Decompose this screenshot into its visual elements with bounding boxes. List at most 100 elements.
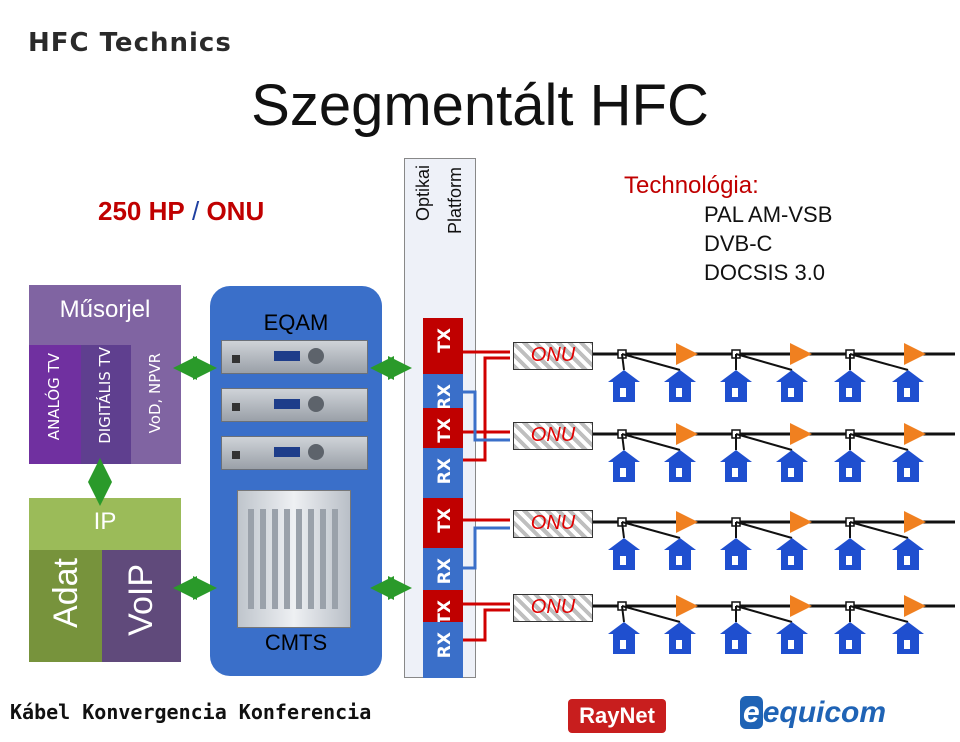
house-roof-icon <box>892 538 924 550</box>
house-roof-icon <box>892 370 924 382</box>
drop-cable <box>621 521 681 539</box>
amplifier-icon <box>676 511 698 533</box>
house-roof-icon <box>608 622 640 634</box>
house-roof-icon <box>664 450 696 462</box>
drop-cable <box>621 605 681 623</box>
house-roof-icon <box>776 450 808 462</box>
page-title: Szegmentált HFC <box>251 73 709 138</box>
hp-unit: HP <box>148 196 185 226</box>
hp-per-onu-label: 250 HP / ONU <box>98 196 264 227</box>
technology-heading: Technológia: <box>624 172 759 199</box>
drop-cable <box>621 433 625 451</box>
house-roof-icon <box>834 538 866 550</box>
amplifier-icon <box>904 595 926 617</box>
house-window <box>676 468 682 477</box>
house-window <box>846 388 852 397</box>
kkk-logo: Kábel Konvergencia Konferencia <box>10 700 372 724</box>
onu-label: ONU <box>530 424 576 446</box>
house-window <box>904 468 910 477</box>
onu-node: ONU <box>513 510 593 538</box>
tx-label: TX <box>435 600 455 625</box>
house-window <box>788 388 794 397</box>
rx-label: RX <box>435 632 455 659</box>
tx-links <box>463 350 510 642</box>
cmts-chassis <box>237 490 351 628</box>
onu-label: ONU <box>530 596 576 618</box>
technology-item: DVB-C <box>704 231 773 256</box>
ip-label: IP <box>93 508 117 535</box>
rx-label: RX <box>435 384 455 411</box>
amplifier-icon <box>676 343 698 365</box>
drop-cable <box>849 353 909 371</box>
house-window <box>788 468 794 477</box>
data-box: Adat <box>29 550 102 662</box>
vod-npvr-column: VoD, NPVR <box>131 345 181 464</box>
drop-cable <box>735 433 793 451</box>
onu-label: ONU <box>530 512 576 534</box>
drop-cable <box>621 353 681 371</box>
eqam-device <box>221 388 368 422</box>
technology-item: PAL AM-VSB <box>704 202 833 227</box>
amplifier-icon <box>790 595 812 617</box>
house-roof-icon <box>720 450 752 462</box>
amplifier-icon <box>904 343 926 365</box>
house-window <box>788 556 794 565</box>
hp-count: 250 <box>98 196 142 226</box>
house-window <box>788 640 794 649</box>
analog-tv-column: ANALÓG TV <box>29 345 81 464</box>
house-roof-icon <box>834 450 866 462</box>
house-roof-icon <box>720 538 752 550</box>
technology-item: DOCSIS 3.0 <box>704 260 826 285</box>
tx-block: TX <box>423 498 463 554</box>
drop-cable <box>735 605 793 623</box>
drop-cable <box>621 521 625 539</box>
rx-label: RX <box>435 558 455 585</box>
house-roof-icon <box>776 538 808 550</box>
tx-label: TX <box>435 508 455 533</box>
broadcast-signal-header <box>29 285 181 345</box>
house-roof-icon <box>608 450 640 462</box>
house-roof-icon <box>608 538 640 550</box>
house-window <box>732 468 738 477</box>
house-roof-icon <box>776 370 808 382</box>
house-window <box>732 388 738 397</box>
hp-separator: / <box>191 196 200 226</box>
onu-label: ONU <box>530 344 576 366</box>
drop-cable <box>621 353 625 371</box>
house-window <box>732 640 738 649</box>
eqam-device <box>221 340 368 374</box>
house-window <box>620 556 626 565</box>
rx-block: RX <box>423 622 463 678</box>
house-roof-icon <box>892 622 924 634</box>
eqam-label: EQAM <box>263 310 329 335</box>
tx-label: TX <box>435 418 455 443</box>
voip-box: VoIP <box>102 550 181 662</box>
amplifier-icon <box>904 511 926 533</box>
rx-links <box>463 390 510 570</box>
amplifier-icon <box>790 343 812 365</box>
broadcast-signal-label: Műsorjel <box>59 296 151 323</box>
house-window <box>904 388 910 397</box>
drop-cable <box>849 521 909 539</box>
house-roof-icon <box>608 370 640 382</box>
drop-cable <box>849 433 909 451</box>
raynet-logo: RayNet <box>568 699 666 733</box>
house-window <box>620 640 626 649</box>
cmts-label: CMTS <box>264 630 328 655</box>
drop-cable <box>621 605 625 623</box>
house-window <box>676 556 682 565</box>
house-roof-icon <box>664 622 696 634</box>
house-roof-icon <box>664 538 696 550</box>
digital-tv-column: DIGITÁLIS TV <box>81 345 131 464</box>
drop-cable <box>735 353 793 371</box>
house-roof-icon <box>664 370 696 382</box>
rx-block: RX <box>423 448 463 504</box>
house-window <box>846 556 852 565</box>
tx-label: TX <box>435 328 455 353</box>
house-roof-icon <box>834 622 866 634</box>
tx-block: TX <box>423 318 463 374</box>
house-window <box>904 556 910 565</box>
onu-node: ONU <box>513 422 593 450</box>
house-roof-icon <box>892 450 924 462</box>
